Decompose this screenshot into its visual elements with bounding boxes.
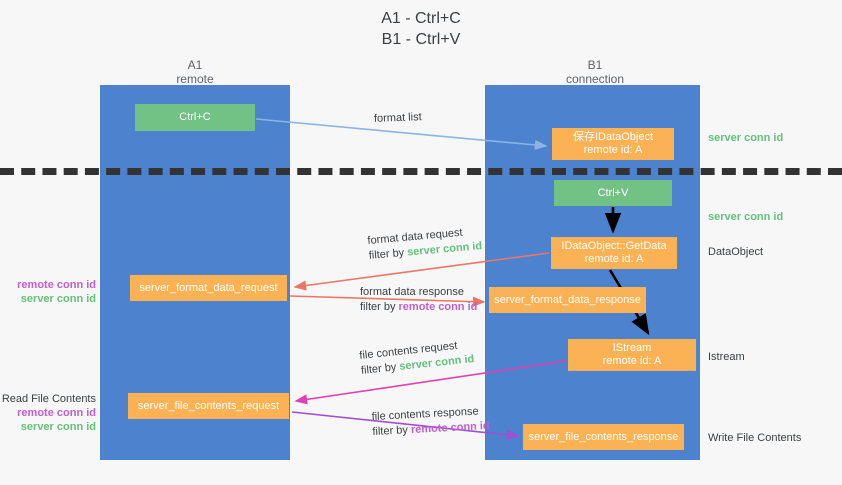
arrow-format-data-request xyxy=(293,252,550,291)
annotation-write-file-contents: Write File Contents xyxy=(708,432,802,444)
edge-label-format-list-text: format list xyxy=(373,111,422,125)
node-ctrl-v[interactable]: Ctrl+V xyxy=(554,180,672,206)
filter-prefix: filter by xyxy=(372,424,412,439)
edge-label-format-list: format list xyxy=(374,110,422,127)
edge-label-format-data-response: format data response filter by remote co… xyxy=(360,285,477,315)
annotation-remote-conn-id: remote conn id xyxy=(17,279,96,291)
annotation-read-file-contents: Read File Contents xyxy=(1,393,96,405)
annotation-remote-conn-id: remote conn id xyxy=(17,407,96,419)
arrow-format-data-response xyxy=(289,295,486,307)
node-istream[interactable]: IStream remote id: A xyxy=(568,339,696,371)
lane-header-a1: A1 remote xyxy=(176,58,214,86)
node-idataobject-getdata[interactable]: IDataObject::GetData remote id: A xyxy=(551,237,677,269)
filter-value-remote-conn-id: remote conn id xyxy=(410,419,490,437)
edge-label-file-contents-response: file contents response filter by remote … xyxy=(371,404,490,440)
node-save-idataobject[interactable]: 保存IDataObject remote id: A xyxy=(552,128,674,160)
node-server-file-contents-response[interactable]: server_file_contents_response xyxy=(523,424,684,450)
annotation-conn-ids-format: remote conn id server conn id xyxy=(0,278,96,306)
node-server-format-data-request[interactable]: server_format_data_request xyxy=(130,275,287,301)
filter-prefix: filter by xyxy=(360,360,400,377)
annotation-server-conn-id-second: server conn id xyxy=(708,211,784,223)
filter-prefix: filter by xyxy=(368,246,408,262)
annotation-istream: Istream xyxy=(708,351,745,363)
filter-prefix: filter by xyxy=(360,301,399,313)
divider-line xyxy=(0,168,842,175)
annotation-server-conn-id: server conn id xyxy=(20,293,96,305)
lane-header-b1: B1 connection xyxy=(565,58,625,86)
annotation-server-conn-id-top: server conn id xyxy=(708,132,784,144)
node-server-format-data-response[interactable]: server_format_data_response xyxy=(489,287,646,313)
annotation-dataobject: DataObject xyxy=(708,246,764,258)
arrow-format-list xyxy=(255,118,548,151)
arrow-file-contents-request xyxy=(294,360,567,405)
annotation-read-file-group: Read File Contents remote conn id server… xyxy=(0,392,96,434)
edge-label-format-data-response-title: format data response xyxy=(360,286,464,298)
annotation-server-conn-id: server conn id xyxy=(20,421,96,433)
node-server-file-contents-request[interactable]: server_file_contents_request xyxy=(128,393,289,419)
edge-label-format-data-response-filter: filter by remote conn id xyxy=(360,300,477,315)
arrow-file-contents-response xyxy=(291,411,520,440)
node-ctrl-c[interactable]: Ctrl+C xyxy=(135,104,255,131)
page-title: A1 - Ctrl+C B1 - Ctrl+V xyxy=(381,10,461,48)
filter-value-remote-conn-id: remote conn id xyxy=(398,301,478,313)
